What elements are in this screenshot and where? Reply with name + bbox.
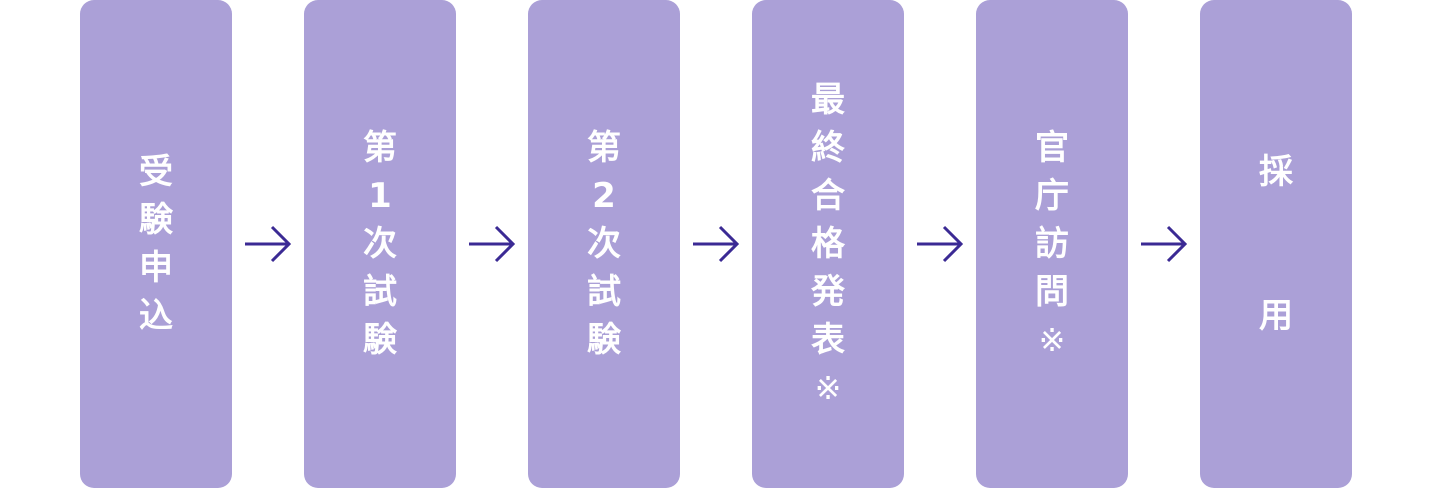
step-char: 用 [1259, 296, 1293, 336]
step-char: 験 [587, 320, 621, 360]
step-char: 官 [1035, 128, 1069, 168]
arrow-head [718, 225, 740, 263]
arrow-right-icon [693, 225, 740, 263]
step-char: 合 [811, 176, 845, 216]
step-box-first-exam: 第 1 次試験 [304, 0, 456, 488]
step-char: 表 [811, 320, 845, 360]
step-char: 試 [587, 272, 621, 312]
step-char: 第 [587, 128, 621, 168]
step-char: 庁 [1035, 176, 1069, 216]
step-char: 採 [1259, 152, 1293, 192]
step-char: 発 [811, 272, 845, 312]
step-char: 格 [811, 224, 845, 264]
step-box-application: 受験申込 [80, 0, 232, 488]
arrow-head [1166, 225, 1188, 263]
arrow-right-icon [245, 225, 292, 263]
step-label-final-results: 最終合格発表 ※ [808, 76, 848, 412]
step-char: 試 [363, 272, 397, 312]
step-char: 申 [139, 248, 173, 288]
arrow-right-icon [1141, 225, 1188, 263]
step-char: 1 [368, 176, 392, 216]
step-label-hiring: 採用 [1256, 148, 1296, 340]
step-char: 最 [811, 80, 845, 120]
step-box-final-results: 最終合格発表 ※ [752, 0, 904, 488]
step-char: 次 [363, 224, 397, 264]
arrow-right-icon [469, 225, 516, 263]
step-box-second-exam: 第 2 次試験 [528, 0, 680, 488]
step-char: 終 [811, 128, 845, 168]
arrow-head [494, 225, 516, 263]
step-char: 験 [139, 200, 173, 240]
step-label-second-exam: 第 2 次試験 [584, 124, 624, 364]
step-char: 問 [1035, 272, 1069, 312]
note-mark: ※ [1038, 321, 1066, 359]
arrow-right-icon [917, 225, 964, 263]
step-char: 込 [139, 296, 173, 336]
arrow-head [942, 225, 964, 263]
step-char: 次 [587, 224, 621, 264]
step-box-office-visit: 官庁訪問 ※ [976, 0, 1128, 488]
step-char: 訪 [1035, 224, 1069, 264]
step-char: 2 [592, 176, 616, 216]
step-char: 験 [363, 320, 397, 360]
step-label-office-visit: 官庁訪問 ※ [1032, 124, 1072, 364]
step-box-hiring: 採用 [1200, 0, 1352, 488]
arrow-head [270, 225, 292, 263]
step-char: 第 [363, 128, 397, 168]
step-char: 受 [139, 152, 173, 192]
note-mark: ※ [814, 369, 842, 407]
step-label-application: 受験申込 [136, 148, 176, 340]
step-label-first-exam: 第 1 次試験 [360, 124, 400, 364]
